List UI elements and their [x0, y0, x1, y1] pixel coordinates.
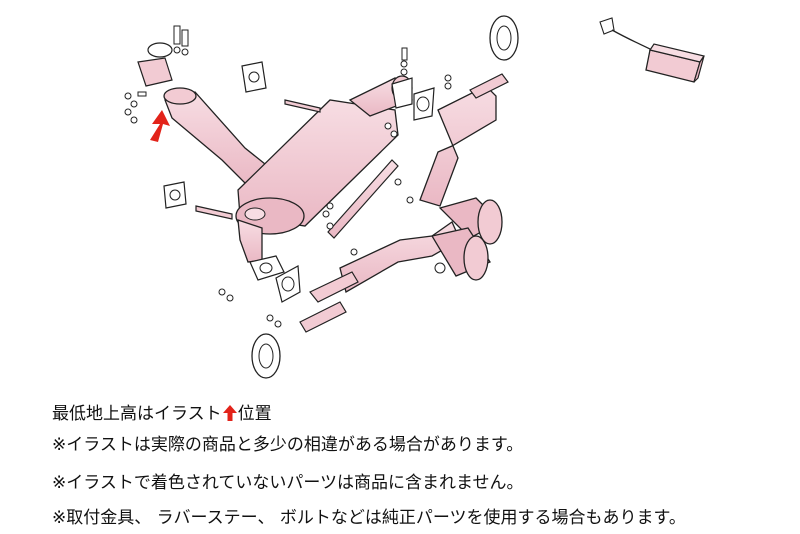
rubber-hanger-top-left — [241, 61, 267, 93]
flange-gasket-upper-right — [391, 77, 435, 121]
ground-clearance-note-text-before: 最低地上高はイラスト — [52, 404, 222, 424]
tail-tips — [430, 197, 503, 281]
rubber-hanger-left — [163, 181, 187, 209]
muffler-hanger-rods — [195, 99, 321, 220]
front-bolts-left — [124, 91, 147, 124]
center-brace-bar — [327, 159, 399, 239]
exhaust-system-illustration — [124, 15, 705, 379]
front-inlet-pipe — [163, 87, 272, 187]
muffler-outlet-pipe-lower — [237, 219, 263, 263]
illustration-difference-note: ※イラストは実際の商品と多少の相違がある場合があります。 — [52, 435, 524, 455]
hardware-bolts — [218, 47, 452, 328]
uncolored-parts-note: ※イラストで着色されていないパーツは商品に含まれません。 — [52, 473, 524, 493]
flange-gasket-left — [249, 255, 285, 281]
valve-controller-module — [599, 17, 705, 83]
front-bolts-top — [173, 25, 189, 56]
ground-clearance-note: 最低地上高はイラスト位置 — [52, 399, 272, 424]
flange-gasket-mid — [275, 265, 301, 303]
ground-clearance-note-text-after: 位置 — [237, 404, 272, 424]
rear-bracket-frame — [299, 73, 509, 333]
genuine-parts-note: ※取付金具、 ラバーステー、 ボルトなどは純正パーツを使用する場合もあります。 — [52, 508, 686, 528]
red-up-arrow-icon — [222, 405, 237, 421]
ground-clearance-arrow-icon — [150, 110, 170, 142]
front-clamp — [137, 42, 173, 87]
rubber-hanger-top-right — [489, 15, 519, 61]
rubber-hanger-bottom — [251, 333, 281, 379]
